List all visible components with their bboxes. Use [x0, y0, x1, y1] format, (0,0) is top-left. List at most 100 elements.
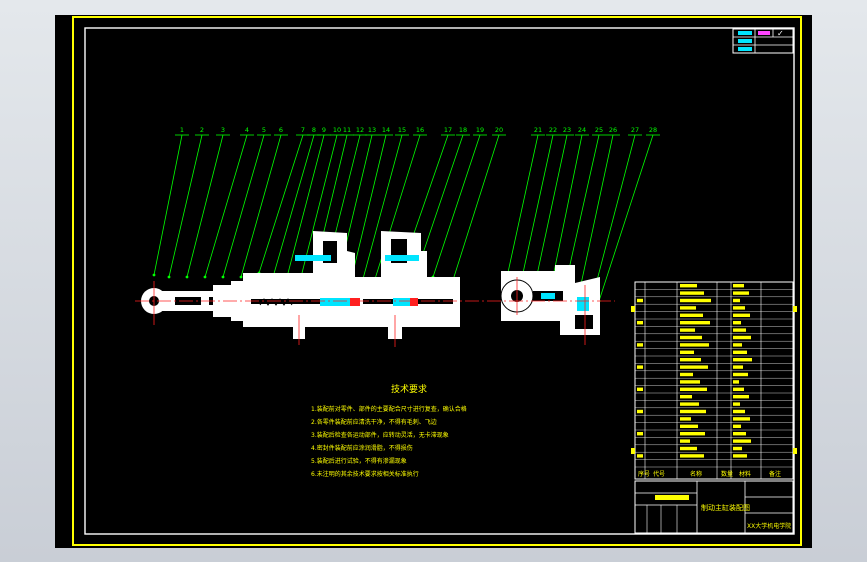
balloon-number: 23	[563, 126, 571, 134]
parts-cell-text	[733, 372, 748, 377]
tech-title: 技术要求	[391, 383, 427, 395]
parts-list-table: 序号代号名称数量材料备注	[631, 281, 797, 480]
balloon-number: 22	[549, 126, 557, 134]
parts-cell-text	[637, 321, 643, 325]
parts-cell-text	[733, 306, 745, 310]
leader-line	[598, 134, 654, 302]
parts-cell-text	[637, 409, 643, 414]
balloon-number: 13	[368, 126, 376, 134]
parts-cell-text	[680, 380, 700, 384]
parts-cell-text	[680, 387, 707, 391]
balloon-number: 8	[312, 126, 316, 134]
edge-mark	[631, 448, 635, 454]
tech-line: 3.装配后检查各运动部件，应转动灵活，无卡滞现象	[311, 431, 449, 439]
leader-line	[506, 134, 539, 278]
leader-dot	[239, 275, 243, 279]
parts-cell-text	[733, 424, 741, 428]
parts-cell-text	[733, 432, 746, 436]
outer-frame	[72, 16, 802, 546]
edge-mark	[793, 306, 797, 312]
parts-cell-text	[733, 284, 744, 288]
parts-cell-text	[637, 365, 643, 369]
parts-cell-text	[680, 291, 704, 295]
tech-line: 2.各零件装配前应清洗干净，不得有毛刺、飞边	[311, 418, 437, 426]
balloon-number: 11	[343, 126, 351, 134]
leader-line	[446, 134, 500, 300]
balloon-number: 3	[221, 126, 225, 134]
balloon-number: 7	[301, 126, 305, 134]
balloon-number: 25	[595, 126, 603, 134]
leader-line	[536, 134, 568, 276]
tech-lines: 1.装配前对零件、部件的主要配合尺寸进行复查，确认合格2.各零件装配前应清洗干净…	[311, 405, 467, 478]
parts-cell-text	[680, 284, 697, 288]
tech-line: 4.密封件装配前应涂润滑脂，不得损伤	[311, 444, 413, 452]
technical-requirements: 技术要求 1.装配前对零件、部件的主要配合尺寸进行复查，确认合格2.各零件装配前…	[311, 383, 467, 478]
balloon-number: 27	[631, 126, 639, 134]
balloon-number: 19	[476, 126, 484, 134]
parts-header-label: 代号	[653, 470, 665, 478]
parts-cell-text	[733, 365, 743, 369]
parts-header-label: 名称	[690, 470, 702, 478]
parts-cell-text	[733, 402, 740, 406]
leader-line	[552, 134, 583, 278]
edge-mark	[793, 448, 797, 454]
leader-line	[356, 134, 403, 302]
balloon-number: 17	[444, 126, 452, 134]
parts-cell-text	[680, 372, 693, 377]
parts-cell-text	[733, 417, 750, 421]
parts-header-label: 备注	[769, 470, 781, 478]
leader-line	[416, 134, 464, 272]
parts-cell-text	[733, 350, 747, 354]
balloon-number: 10	[333, 126, 341, 134]
parts-cell-text	[680, 343, 709, 347]
parts-cell-text	[680, 365, 708, 369]
parts-cell-text	[680, 298, 711, 303]
parts-cell-text	[680, 432, 705, 436]
leader-line	[168, 134, 203, 278]
leader-line	[432, 134, 481, 278]
parts-cell-text	[733, 313, 750, 317]
balloon-number: 20	[495, 126, 503, 134]
parts-cell-text	[637, 343, 643, 347]
parts-cell-text	[680, 335, 702, 340]
balloon-number: 24	[578, 126, 586, 134]
leader-line	[153, 134, 183, 276]
parts-cell-text	[733, 358, 752, 362]
balloon-number: 5	[262, 126, 266, 134]
leader-line	[240, 134, 282, 278]
leader-line	[286, 134, 325, 278]
leader-line	[272, 134, 315, 278]
tech-line: 5.装配后进行试验，不得有渗漏现象	[311, 457, 407, 465]
parts-cell-text	[637, 298, 643, 303]
leader-dot	[152, 273, 156, 277]
parts-cell-text	[680, 417, 691, 421]
leader-line	[522, 134, 554, 274]
parts-cell-text	[680, 446, 697, 451]
parts-cell-text	[733, 328, 746, 332]
balloon-number: 6	[279, 126, 283, 134]
parts-cell-text	[680, 402, 699, 406]
parts-cell-text	[733, 291, 749, 295]
parts-cell-text	[733, 321, 741, 325]
parts-cell-text	[680, 395, 692, 399]
parts-cell-text	[680, 358, 701, 362]
leader-line	[300, 134, 338, 278]
parts-cell-text	[733, 335, 751, 340]
balloon-number: 2	[200, 126, 204, 134]
parts-table-frame	[634, 281, 794, 480]
parts-cell-text	[680, 350, 694, 354]
parts-cell-text	[637, 432, 643, 436]
parts-cell-text	[637, 454, 643, 458]
parts-cell-text	[733, 409, 745, 414]
leader-line	[222, 134, 265, 278]
balloon-number: 4	[245, 126, 249, 134]
drawing-name: 制动主缸装配图	[701, 503, 750, 512]
leader-line	[576, 134, 614, 304]
title-block: 制动主缸装配图 XX大学机电学院	[634, 480, 794, 534]
leader-dot	[221, 275, 225, 279]
parts-cell-text	[680, 328, 695, 332]
leader-dot	[203, 275, 207, 279]
